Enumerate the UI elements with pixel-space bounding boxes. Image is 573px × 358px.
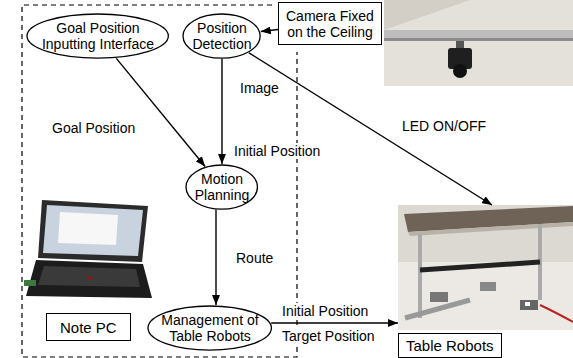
robot bbox=[480, 282, 496, 291]
table-robots-photo bbox=[398, 205, 573, 330]
edge-label: Route bbox=[234, 250, 275, 266]
edge-label: Initial Position bbox=[232, 143, 322, 159]
cable bbox=[540, 305, 573, 322]
camera-lens bbox=[453, 64, 467, 78]
node-text: Camera Fixed on the Ceiling bbox=[282, 8, 378, 40]
flow-arrow bbox=[249, 53, 492, 205]
device-box: Camera Fixed on the Ceiling bbox=[278, 2, 382, 45]
node-text: Motion Planning bbox=[186, 171, 258, 203]
edge-label: Goal Position bbox=[50, 120, 137, 136]
foot-bar bbox=[405, 300, 470, 318]
cross-bar bbox=[420, 262, 540, 270]
robot-group: Table Robots bbox=[398, 205, 573, 358]
ellipse-shape bbox=[186, 165, 257, 209]
laptop-keyboard bbox=[38, 266, 140, 287]
node-text: Note PC bbox=[60, 319, 117, 336]
robot bbox=[520, 300, 538, 310]
process-ellipse: Goal Position Inputting Interface bbox=[26, 13, 169, 59]
laptop-base bbox=[26, 260, 152, 298]
robot-led bbox=[525, 302, 530, 306]
rail-edge bbox=[384, 38, 573, 41]
floor bbox=[398, 262, 573, 330]
node-text: Position Detection bbox=[185, 20, 259, 52]
table-edge bbox=[408, 222, 573, 236]
photo-ground bbox=[398, 205, 573, 330]
camera-photo bbox=[384, 0, 573, 86]
process-ellipse: Management of Table Robots bbox=[147, 305, 272, 351]
laptop-bezel bbox=[38, 200, 148, 262]
node-text: Management of Table Robots bbox=[157, 312, 263, 344]
laptop-screen bbox=[43, 205, 143, 256]
robot bbox=[430, 292, 448, 302]
rail bbox=[384, 30, 573, 39]
flow-arrow bbox=[215, 210, 216, 305]
table-leg bbox=[418, 234, 422, 318]
process-ellipse: Position Detection bbox=[182, 13, 261, 59]
signal-label: Target Position bbox=[280, 328, 377, 344]
ceiling bbox=[384, 0, 573, 86]
node-text: Goal Position Inputting Interface bbox=[36, 20, 160, 52]
caption-box: Note PC bbox=[46, 313, 131, 341]
node-text: Table Robots bbox=[398, 333, 502, 358]
process-ellipse: Motion Planning bbox=[185, 164, 258, 210]
edge-label: Image bbox=[238, 80, 281, 96]
edge-label: LED ON/OFF bbox=[400, 118, 488, 134]
trackpoint bbox=[88, 276, 91, 279]
flow-arrow bbox=[221, 59, 222, 164]
screen-window bbox=[58, 212, 118, 245]
flow-arrow bbox=[271, 322, 398, 323]
ellipse-shape bbox=[148, 306, 271, 350]
ellipse-shape bbox=[183, 14, 260, 58]
ceiling-shade bbox=[384, 0, 470, 30]
laptop-photo bbox=[24, 200, 152, 298]
edge-label: Initial Position bbox=[280, 303, 370, 319]
flow-arrow bbox=[116, 58, 205, 166]
flow-arrow bbox=[261, 30, 278, 32]
ellipse-shape bbox=[27, 14, 168, 58]
camera-mount bbox=[456, 41, 464, 49]
usb-device bbox=[24, 280, 36, 286]
